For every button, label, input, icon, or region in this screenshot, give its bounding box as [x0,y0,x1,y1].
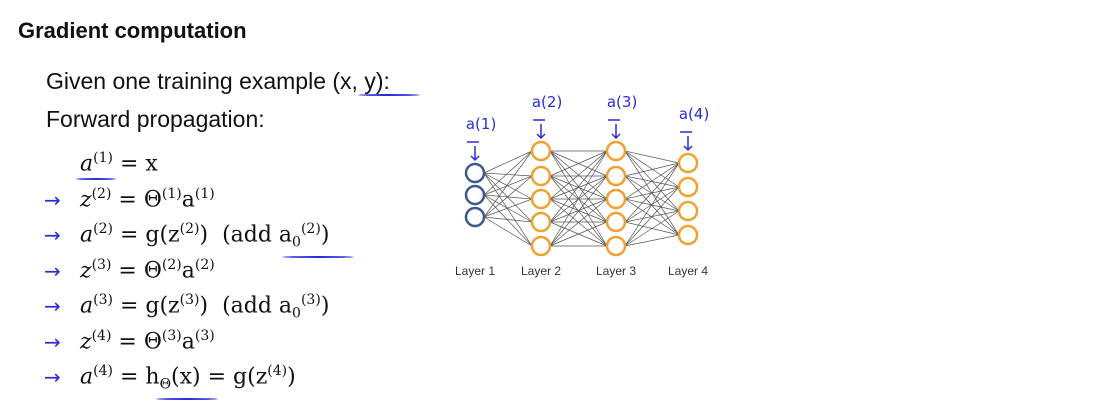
connection-edge [483,172,533,200]
arrow-mark-icon: → [44,329,61,354]
arrow-mark-icon: → [44,294,61,318]
neuron-unit [464,206,486,228]
down-arrow-icon [683,136,693,152]
layer-1-activation-annotation: a(1) [465,115,497,133]
underline-a1 [76,178,116,180]
equation-line: a(2) = g(z(2)) (add a0(2)) [80,221,330,251]
neuron-unit [530,235,552,257]
connection-edge [549,221,608,247]
connection-edge [624,186,680,247]
connection-edge [483,198,533,218]
connection-edge [483,172,533,223]
neuron-unit [677,152,699,174]
given-text: Given one training example (x, y): [46,68,390,94]
connection-edge [624,162,680,200]
neuron-unit [605,235,627,257]
layer-4-activation-annotation: a(4) [678,105,710,123]
connection-edge [483,194,533,223]
connection-edge [624,150,680,188]
connection-edge [624,175,680,188]
neuron-unit [464,184,486,206]
slide-title: Gradient computation [18,18,247,43]
neuron-unit [677,176,699,198]
down-arrow-icon [536,124,546,140]
down-arrow-icon [611,124,621,140]
neuron-unit [605,165,627,187]
connection-edge [483,216,533,247]
equation-line: z(4) = Θ(3)a(3) [80,327,215,354]
connection-edge [624,162,680,223]
connection-edge [549,150,608,200]
underline-h [156,398,218,400]
neuron-unit [677,200,699,222]
connection-edge [483,172,533,247]
arrow-mark-icon: → [44,187,61,212]
connection-edge [549,175,608,200]
equation-line: z(2) = Θ(1)a(1) [80,185,215,212]
connection-edge [624,162,680,247]
connection-edge [549,175,608,247]
neuron-unit [530,165,552,187]
neuron-unit [605,140,627,162]
connection-edge [624,175,680,212]
layer-label: Layer 2 [521,264,561,278]
underline-xy [358,94,420,96]
connection-edge [483,194,533,200]
neuron-unit [677,224,699,246]
connection-edge [549,150,608,223]
connection-edge [549,150,608,247]
connection-edge [624,234,680,247]
neuron-unit [605,211,627,233]
connection-edge [483,150,533,218]
connection-edge [624,210,680,247]
arrow-mark-icon: → [44,365,61,389]
underline-add-a0 [282,256,354,258]
equation-line: z(3) = Θ(2)a(2) [80,256,215,283]
neuron-unit [530,211,552,233]
neuron-unit [530,140,552,162]
connection-edge [624,150,680,164]
connection-edge [483,175,533,196]
connection-edge [483,150,533,174]
connection-edge [624,175,680,236]
connection-edge [624,162,680,177]
layer-label: Layer 4 [668,264,708,278]
connection-edge [483,172,533,177]
connection-edge [483,194,533,247]
arrow-mark-icon: → [44,258,61,283]
layer-3-activation-annotation: a(3) [606,93,638,111]
equation-line: a(4) = hΘ(x) = g(z(4)) [80,363,296,393]
neuron-unit [464,162,486,184]
connection-edge [483,150,533,196]
equation-line: a(3) = g(z(3)) (add a0(3)) [80,292,330,322]
layer-2-activation-annotation: a(2) [531,93,563,111]
layer-label: Layer 1 [455,264,495,278]
arrow-mark-icon: → [44,223,61,247]
connection-edge [549,198,608,247]
connection-edge [483,216,533,223]
down-arrow-icon [470,146,480,162]
equation-line: a(1) = x [80,150,158,177]
layer-label: Layer 3 [596,264,636,278]
connection-edge [549,150,608,177]
connection-edge [483,175,533,218]
neuron-unit [605,188,627,210]
neuron-unit [530,188,552,210]
forward-text: Forward propagation: [46,106,265,132]
